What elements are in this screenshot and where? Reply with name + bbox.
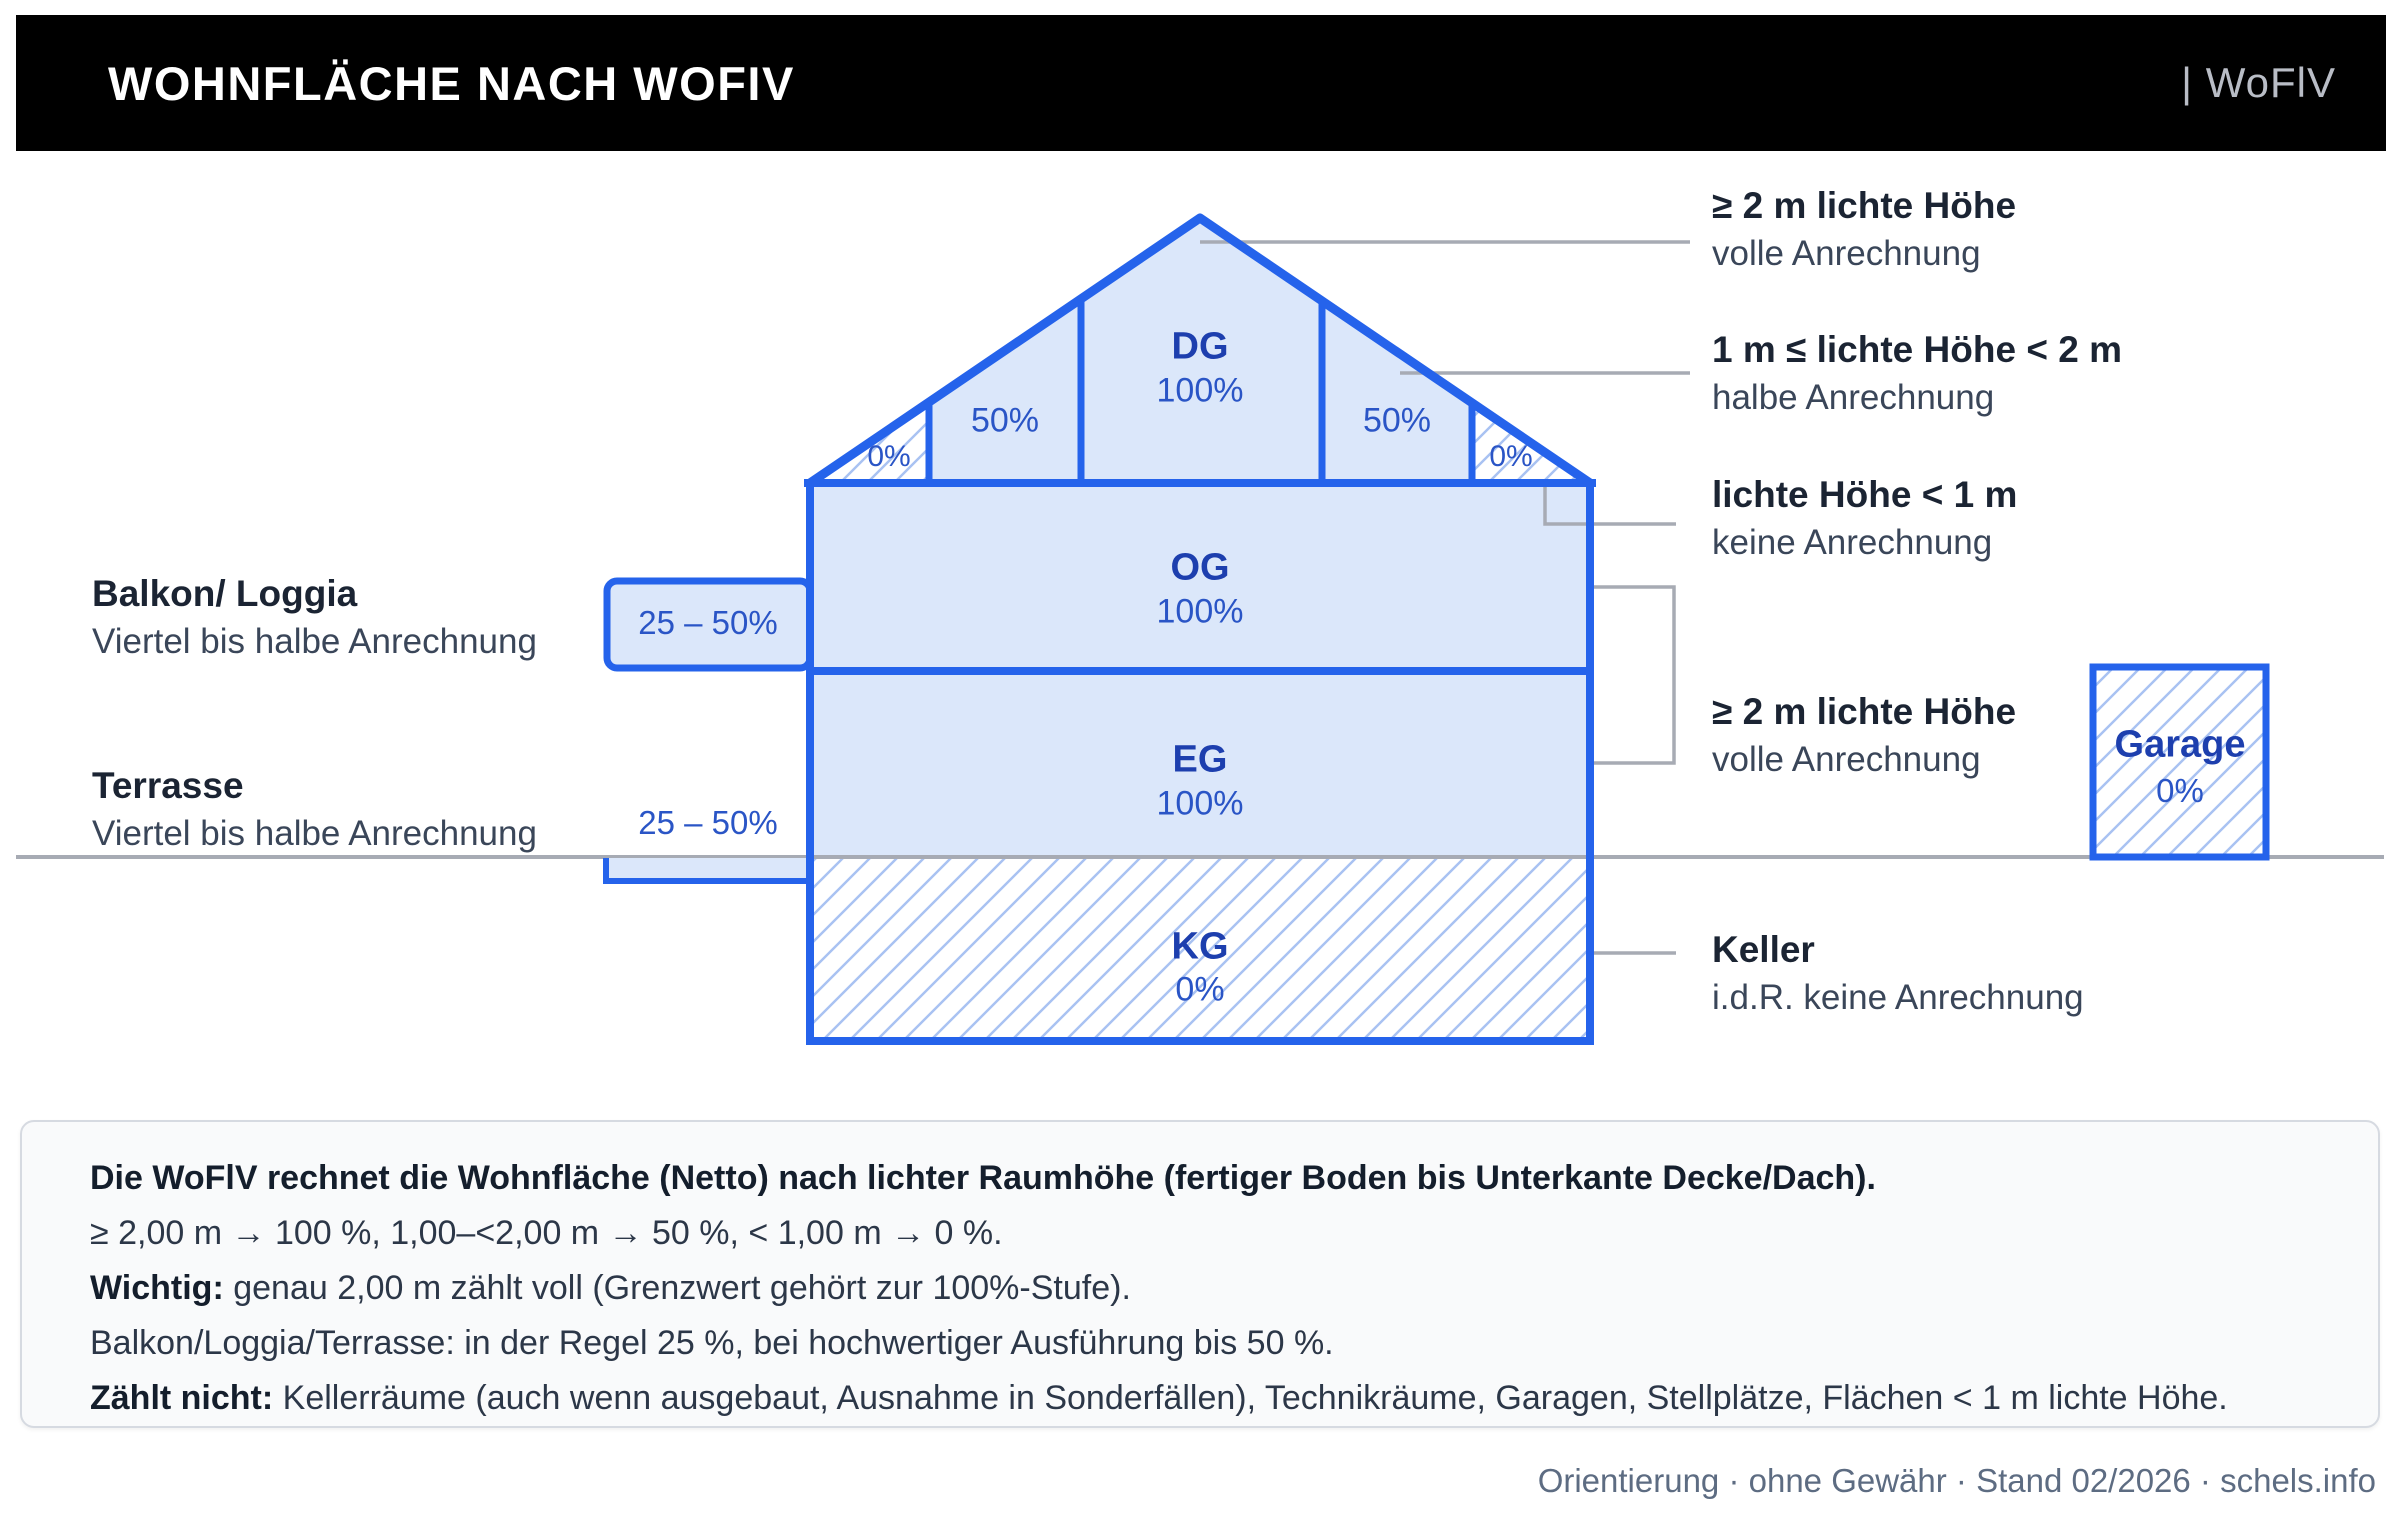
annotation-og-eg-title: ≥ 2 m lichte Höhe bbox=[1712, 691, 2017, 732]
floor-kg-value: 0% bbox=[1175, 970, 1225, 1009]
roof-fill bbox=[810, 218, 1590, 483]
house-structure bbox=[804, 213, 1596, 1045]
annotation-half-height-title: 1 m ≤ lichte Höhe < 2 m bbox=[1712, 329, 2122, 370]
roof-zone-right-zero: 0% bbox=[1489, 440, 1533, 473]
info-line-1: Die WoFlV rechnet die Wohnfläche (Netto)… bbox=[90, 1159, 1876, 1197]
annotation-og-eg-subtitle: volle Anrechnung bbox=[1712, 740, 1981, 779]
annotation-full-height-title: ≥ 2 m lichte Höhe bbox=[1712, 185, 2017, 226]
header-bar: WOHNFLÄCHE NACH WOFIV | WoFlV bbox=[16, 15, 2386, 151]
footer-note: Orientierung · ohne Gewähr · Stand 02/20… bbox=[1537, 1462, 2376, 1499]
page-title: WOHNFLÄCHE NACH WOFIV bbox=[108, 56, 795, 110]
info-line-2: ≥ 2,00 m → 100 %, 1,00–<2,00 m → 50 %, <… bbox=[90, 1214, 1003, 1252]
balcony-badge: 25 – 50% bbox=[638, 604, 778, 641]
floor-dg-value: 100% bbox=[1156, 371, 1244, 410]
balcony-subtitle: Viertel bis halbe Anrechnung bbox=[92, 622, 537, 661]
annotation-keller-title: Keller bbox=[1712, 929, 1815, 970]
garage-box bbox=[2089, 663, 2270, 861]
info-line-5: Zählt nicht: Kellerräume (auch wenn ausg… bbox=[90, 1379, 2228, 1417]
floor-eg-label: EG bbox=[1172, 738, 1228, 781]
callout-roof-zero bbox=[1543, 482, 1676, 526]
info-line-3: Wichtig: genau 2,00 m zählt voll (Grenzw… bbox=[90, 1269, 1131, 1307]
garage-label: Garage bbox=[2114, 723, 2246, 766]
kg-hatch bbox=[810, 857, 1590, 1041]
annotation-zero-height-title: lichte Höhe < 1 m bbox=[1712, 474, 2018, 515]
info-line-4: Balkon/Loggia/Terrasse: in der Regel 25 … bbox=[90, 1324, 1334, 1362]
roof-zone-right-half: 50% bbox=[1362, 401, 1432, 440]
roof-outline bbox=[807, 213, 1593, 487]
bracket-og-eg bbox=[1594, 585, 1676, 765]
roof-zone-left-half: 50% bbox=[970, 401, 1040, 440]
garage-value: 0% bbox=[2156, 772, 2204, 809]
floor-og-value: 100% bbox=[1156, 592, 1244, 631]
brand-label: | WoFlV bbox=[2181, 59, 2336, 106]
terrace-subtitle: Viertel bis halbe Anrechnung bbox=[92, 814, 537, 853]
annotation-keller-subtitle: i.d.R. keine Anrechnung bbox=[1712, 978, 2084, 1017]
floor-dg-label: DG bbox=[1171, 325, 1229, 368]
annotation-full-height-subtitle: volle Anrechnung bbox=[1712, 234, 1981, 273]
callout-keller bbox=[1589, 857, 1676, 955]
annotation-zero-height-subtitle: keine Anrechnung bbox=[1712, 523, 1993, 562]
floor-og-label: OG bbox=[1170, 546, 1230, 589]
floor-kg-label: KG bbox=[1171, 925, 1229, 968]
terrace-badge: 25 – 50% bbox=[638, 804, 778, 841]
annotation-half-height-subtitle: halbe Anrechnung bbox=[1712, 378, 1995, 417]
terrace-slab bbox=[603, 858, 810, 884]
roof-zone-left-zero: 0% bbox=[867, 440, 911, 473]
balcony-title: Balkon/ Loggia bbox=[92, 573, 358, 614]
info-box: Die WoFlV rechnet die Wohnfläche (Netto)… bbox=[20, 1120, 2380, 1428]
terrace-title: Terrasse bbox=[92, 765, 244, 806]
floor-eg-value: 100% bbox=[1156, 784, 1244, 823]
